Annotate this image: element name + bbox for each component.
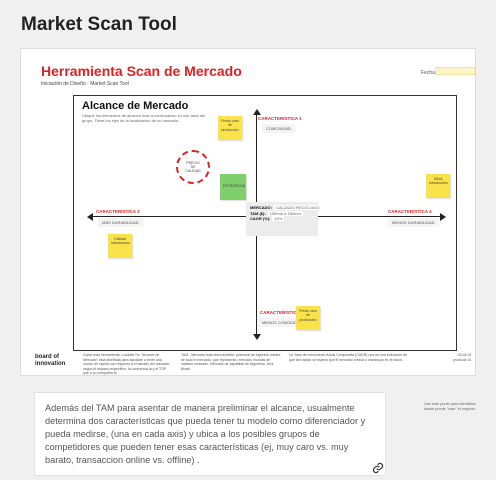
logo-line-2: innovation (35, 360, 66, 367)
fecha-field[interactable] (435, 67, 475, 75)
caption-text: Además del TAM para asentar de manera pr… (45, 403, 366, 466)
board-subtitle: Iniciación de Diseño · Market Scan Tool (41, 81, 129, 87)
footer-note-3: La "tasa de crecimiento Anual Compuesta … (289, 353, 408, 362)
characteristic-2-value[interactable]: MENOS COMODIDAD (258, 318, 307, 327)
side-note: Use este punto para identificar donde pu… (423, 402, 477, 411)
characteristic-3-value[interactable]: MÁS DURABILIDAD (98, 218, 143, 227)
page-title: Market Scan Tool (21, 14, 177, 35)
sticky-note-top[interactable]: Precio caro de producción (218, 116, 242, 140)
section-description: Ubique los elementos de alcance más a co… (82, 113, 206, 123)
arrow-up-icon (253, 109, 261, 115)
tam-row: TAM ($):150mm a 180mm (250, 210, 314, 217)
cagr-label: CAGR (%): (250, 216, 271, 222)
alcance-frame: Alcance de Mercado Ubique los elementos … (73, 95, 457, 351)
logo-line-1: board of (35, 354, 59, 360)
board-of-innovation-logo: board of innovation (35, 354, 65, 368)
characteristic-4-value[interactable]: MENOS DURABILIDAD (388, 218, 439, 227)
arrow-left-icon (87, 213, 93, 221)
mercado-row: MERCADO:CALZADO RECICLADO (250, 205, 322, 211)
sticky-note-bottom[interactable]: Precio caro de producción (296, 306, 320, 330)
footer-note-1: Guión esta herramienta. Localize No "Alc… (83, 353, 170, 376)
sticky-note-right[interactable]: Difícil Introducción (426, 174, 450, 198)
cagr-row: CAGR (%):10% (250, 216, 314, 222)
circle-label: PRECIO DE CALIDAD (185, 160, 201, 174)
footer-right-1: HOJA 01 (457, 353, 472, 357)
fecha-label: Fecha (421, 70, 435, 76)
board-title: Herramienta Scan de Mercado (41, 63, 242, 79)
footer-note-2: TAM - Mercado total direccionable: poten… (181, 353, 281, 371)
sticky-note-left[interactable]: Calidad Introducción (108, 234, 132, 258)
characteristic-2-label: CARACTERÍSTICA 2 (260, 310, 304, 315)
arrow-right-icon (440, 213, 446, 221)
characteristic-1-label: CARACTERÍSTICA 1 (258, 116, 302, 121)
section-title: Alcance de Mercado (82, 100, 189, 112)
footer-right-2: producto 01 (453, 357, 472, 362)
arrow-down-icon (253, 334, 261, 340)
characteristic-1-value[interactable]: COMODIDAD (262, 124, 295, 133)
tam-label: TAM ($): (250, 210, 266, 216)
board-canvas[interactable]: Herramienta Scan de Mercado Iniciación d… (20, 48, 476, 376)
mercado-label: MERCADO: (250, 205, 272, 210)
caption-card: Además del TAM para asentar de manera pr… (34, 392, 386, 476)
cagr-value[interactable]: 10% (272, 216, 285, 222)
tam-value[interactable]: 150mm a 180mm (267, 210, 303, 216)
sticky-note-green[interactable]: ESTRATEGIA (220, 174, 246, 200)
characteristic-3-label: CARACTERÍSTICA 3 (96, 209, 140, 214)
footer-right: HOJA 01 producto 01 (453, 353, 472, 362)
competitor-group-circle[interactable]: PRECIO DE CALIDAD (176, 150, 210, 184)
market-summary-box: MERCADO:CALZADO RECICLADO TAM ($):150mm … (246, 202, 322, 236)
mercado-value[interactable]: CALZADO RECICLADO (274, 205, 322, 210)
characteristic-4-label: CARACTERÍSTICA 4 (388, 209, 432, 214)
link-icon[interactable] (372, 462, 384, 474)
